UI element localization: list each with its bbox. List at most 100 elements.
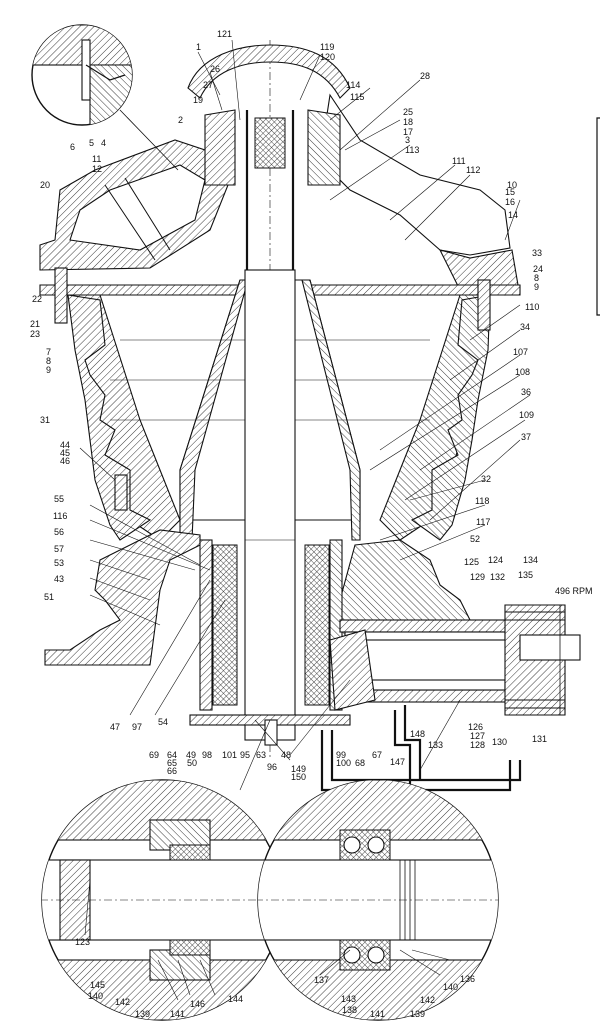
- part-number-label: 12: [92, 164, 102, 174]
- part-number-label: 1: [196, 42, 201, 52]
- part-number-label: 121: [217, 29, 232, 39]
- part-number-label: 20: [40, 180, 50, 190]
- part-number-label: 65: [167, 758, 177, 768]
- leader-lines: [79, 39, 531, 1001]
- part-number-label: 98: [202, 750, 212, 760]
- part-number-label: 115: [350, 92, 364, 102]
- part-number-label: 144: [228, 994, 243, 1004]
- part-number-label: 140: [443, 982, 458, 992]
- part-number-label: 46: [60, 456, 70, 466]
- part-number-label: 44: [60, 440, 70, 450]
- part-number-label: 49: [186, 750, 196, 760]
- part-number-label: 118: [475, 496, 489, 506]
- part-number-label: 111: [452, 156, 466, 166]
- part-number-label: 150: [291, 772, 306, 782]
- part-number-label: 4: [101, 138, 106, 148]
- part-number-label: 21: [30, 319, 40, 329]
- part-number-label: 142: [115, 997, 130, 1007]
- part-number-label: 55: [54, 494, 64, 504]
- legend-box-edge: [596, 117, 600, 316]
- part-number-label: 22: [32, 294, 42, 304]
- part-number-label: 23: [30, 329, 40, 339]
- part-number-label: 116: [53, 511, 67, 521]
- part-number-label: 28: [420, 71, 430, 81]
- part-number-label: 100: [336, 758, 351, 768]
- part-number-label: 95: [240, 750, 250, 760]
- part-number-label: 56: [54, 527, 64, 537]
- part-number-label: 109: [519, 410, 534, 420]
- part-number-label: 48: [281, 750, 291, 760]
- part-number-label: 139: [410, 1009, 425, 1019]
- part-number-label: 127: [470, 731, 485, 741]
- part-number-label: 148: [410, 729, 425, 739]
- part-number-label: 134: [523, 555, 538, 565]
- part-number-label: 130: [492, 737, 507, 747]
- part-number-label: 54: [158, 717, 168, 727]
- part-number-label: 119: [320, 42, 334, 52]
- part-number-label: 3: [405, 135, 410, 145]
- part-number-label: 112: [466, 165, 480, 175]
- part-number-label: 50: [187, 758, 197, 768]
- part-number-label: 126: [468, 722, 483, 732]
- part-number-labels: 1211262719211912011411528251817311311121…: [30, 29, 547, 1019]
- part-number-label: 142: [420, 995, 435, 1005]
- part-number-label: 53: [54, 558, 64, 568]
- part-number-label: 14: [508, 210, 518, 220]
- part-number-label: 99: [336, 750, 346, 760]
- part-number-label: 66: [167, 766, 177, 776]
- part-number-label: 33: [532, 248, 542, 258]
- part-number-label: 2: [178, 115, 183, 125]
- part-number-label: 18: [403, 117, 413, 127]
- part-number-label: 131: [532, 734, 547, 744]
- detail-circle-bottom-left: [41, 779, 283, 1021]
- part-number-label: 68: [355, 758, 365, 768]
- part-number-label: 9: [534, 282, 539, 292]
- part-number-label: 57: [54, 544, 64, 554]
- part-number-label: 107: [513, 347, 528, 357]
- part-number-label: 19: [193, 95, 203, 105]
- part-number-label: 8: [534, 273, 539, 283]
- part-number-label: 114: [346, 80, 360, 90]
- part-number-label: 8: [46, 356, 51, 366]
- part-number-label: 24: [533, 264, 543, 274]
- part-number-label: 67: [372, 750, 382, 760]
- part-number-label: 45: [60, 448, 70, 458]
- part-number-label: 36: [521, 387, 531, 397]
- part-number-label: 146: [190, 999, 205, 1009]
- part-number-label: 5: [89, 138, 94, 148]
- part-number-label: 117: [476, 517, 490, 527]
- part-number-label: 37: [521, 432, 531, 442]
- part-number-label: 34: [520, 322, 530, 332]
- part-number-label: 108: [515, 367, 530, 377]
- part-number-label: 129: [470, 572, 485, 582]
- part-number-label: 96: [267, 762, 277, 772]
- part-number-label: 32: [481, 474, 491, 484]
- part-number-label: 135: [518, 570, 533, 580]
- part-number-label: 140: [88, 991, 103, 1001]
- part-number-label: 138: [342, 1005, 357, 1015]
- part-number-label: 110: [525, 302, 539, 312]
- part-number-label: 52: [470, 534, 480, 544]
- speed-label: 496 RPM: [555, 586, 593, 596]
- part-number-label: 120: [320, 52, 335, 62]
- part-number-label: 43: [54, 574, 64, 584]
- part-number-label: 136: [460, 974, 475, 984]
- part-number-label: 133: [428, 740, 443, 750]
- main-section: [39, 40, 581, 792]
- part-number-label: 17: [403, 127, 413, 137]
- part-number-label: 139: [135, 1009, 150, 1019]
- part-number-label: 124: [488, 555, 503, 565]
- part-number-label: 137: [314, 975, 329, 985]
- part-number-label: 47: [110, 722, 120, 732]
- part-number-label: 6: [70, 142, 75, 152]
- part-number-label: 25: [403, 107, 413, 117]
- part-number-label: 26: [210, 64, 220, 74]
- part-number-label: 141: [170, 1009, 185, 1019]
- part-number-label: 145: [90, 980, 105, 990]
- part-number-label: 101: [222, 750, 237, 760]
- part-number-label: 51: [44, 592, 54, 602]
- part-number-label: 64: [167, 750, 177, 760]
- part-number-label: 31: [40, 415, 50, 425]
- part-number-label: 113: [405, 145, 419, 155]
- part-number-label: 128: [470, 740, 485, 750]
